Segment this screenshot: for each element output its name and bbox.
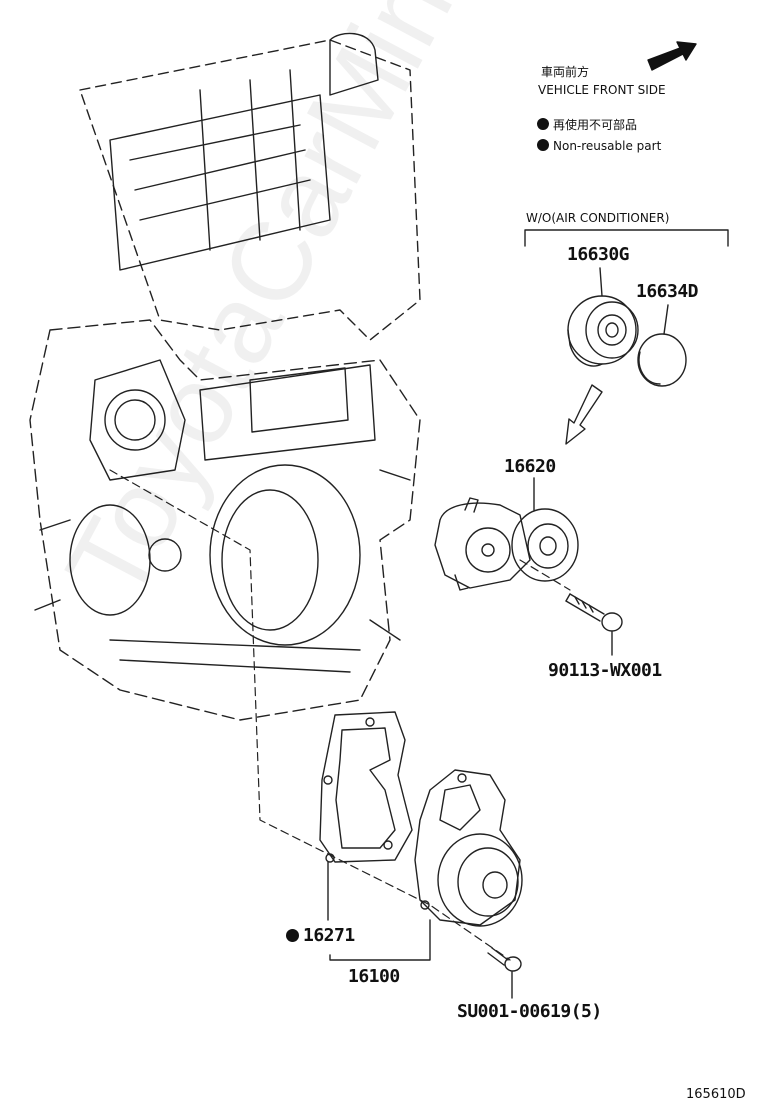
part-label-su001[interactable]: SU001-00619(5) — [457, 1001, 602, 1022]
idler-pulley-drawing — [567, 295, 639, 367]
group-label: W/O(AIR CONDITIONER) — [526, 211, 670, 225]
part-label-16630g[interactable]: 16630G — [567, 244, 630, 265]
group-bracket — [524, 229, 729, 247]
vehicle-front-arrow — [647, 41, 697, 71]
legend-nonreuse-en-row: Non-reusable part — [537, 139, 661, 152]
water-pump-drawing — [414, 769, 523, 927]
legend-nonreuse-jp: 再使用不可部品 — [553, 118, 638, 132]
bolt-su001-drawing — [487, 947, 522, 972]
direction-arrow — [565, 384, 603, 445]
diagram-id: 165610D — [686, 1087, 746, 1102]
bolt-90113-drawing — [565, 593, 623, 632]
legend-front-jp: 車両前方 — [541, 65, 590, 79]
legend-nonreuse-jp-row: 再使用不可部品 — [537, 118, 637, 131]
part-label-16634d[interactable]: 16634D — [636, 281, 699, 302]
belt-tensioner-drawing — [434, 497, 579, 591]
part-label-90113[interactable]: 90113-WX001 — [548, 660, 662, 681]
non-reusable-dot-icon — [286, 929, 299, 942]
gasket-drawing — [319, 711, 413, 863]
leader-lines — [109, 469, 571, 961]
part-label-16271-row[interactable]: 16271 — [286, 927, 355, 945]
part-label-16271[interactable]: 16271 — [303, 925, 355, 946]
pulley-cover-drawing — [637, 333, 687, 387]
legend-front-en: VEHICLE FRONT SIDE — [538, 83, 666, 97]
part-label-16100[interactable]: 16100 — [348, 966, 400, 987]
engine-block-drawing — [29, 32, 421, 721]
non-reusable-dot-icon — [537, 118, 549, 130]
non-reusable-dot-icon — [537, 139, 549, 151]
part-label-16620[interactable]: 16620 — [504, 456, 556, 477]
legend-nonreuse-en: Non-reusable part — [553, 139, 662, 153]
